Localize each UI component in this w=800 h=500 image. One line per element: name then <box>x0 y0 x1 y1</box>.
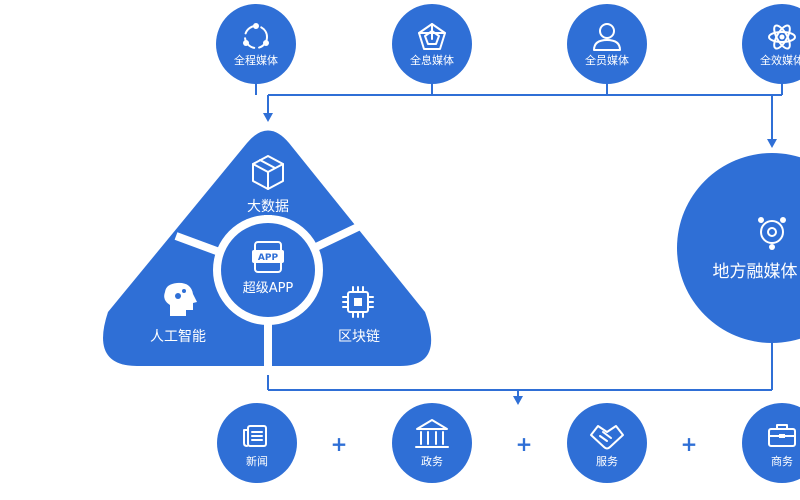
bottom-node-label: 政务 <box>421 454 443 468</box>
bottom-node-3: 服务 <box>567 403 647 483</box>
phone-app-icon: APP <box>252 241 284 273</box>
top-node-label: 全员媒体 <box>585 53 629 67</box>
bottom-node-4: 商务 <box>742 403 800 483</box>
brain-head-icon <box>164 282 197 316</box>
user-icon <box>593 23 621 51</box>
center-disc <box>221 223 315 317</box>
cycle-arrows-icon <box>243 23 269 49</box>
bottom-node-1: 新闻 <box>217 403 297 483</box>
triangle-left-label: 人工智能 <box>150 329 206 345</box>
arrow-heads <box>263 113 777 405</box>
bottom-node-label: 新闻 <box>246 454 268 468</box>
top-node-4: 全效媒体 <box>742 4 800 84</box>
briefcase-icon <box>768 424 796 447</box>
chip-icon <box>342 286 374 318</box>
network-nodes-icon <box>758 217 786 250</box>
triangle-right-label: 区块链 <box>338 329 380 345</box>
bottom-node-label: 服务 <box>596 455 618 468</box>
arrow-down-icon <box>767 139 777 148</box>
top-node-label: 全息媒体 <box>410 53 454 67</box>
atom-icon <box>768 24 796 50</box>
plus-sign: + <box>331 432 348 456</box>
local-media-node: 地方融媒体 <box>677 153 800 343</box>
handshake-icon <box>590 425 624 450</box>
bottom-node-label: 商务 <box>771 454 793 468</box>
bottom-node-2: 政务 <box>392 403 472 483</box>
plus-sign: + <box>516 432 533 456</box>
tech-triangle: 大数据 APP 超级APP 人工智能 <box>103 130 432 370</box>
plus-sign: + <box>681 432 698 456</box>
triangle-top-label: 大数据 <box>247 199 289 215</box>
top-node-1: 全程媒体 <box>216 4 296 84</box>
connector-lines <box>255 82 783 397</box>
app-icon-text: APP <box>258 253 279 263</box>
cube-icon <box>252 155 284 190</box>
top-node-label: 全效媒体 <box>760 53 800 67</box>
arrow-down-icon <box>263 113 273 122</box>
local-media-label: 地方融媒体 <box>713 262 798 282</box>
top-node-2: 全息媒体 <box>392 4 472 84</box>
radar-pentagon-icon <box>418 23 446 50</box>
government-building-icon <box>415 419 449 448</box>
arrow-down-icon <box>513 396 523 405</box>
triangle-center-label: 超级APP <box>243 281 294 296</box>
news-icon <box>243 425 267 447</box>
top-node-label: 全程媒体 <box>234 53 278 67</box>
top-node-3: 全员媒体 <box>567 4 647 84</box>
